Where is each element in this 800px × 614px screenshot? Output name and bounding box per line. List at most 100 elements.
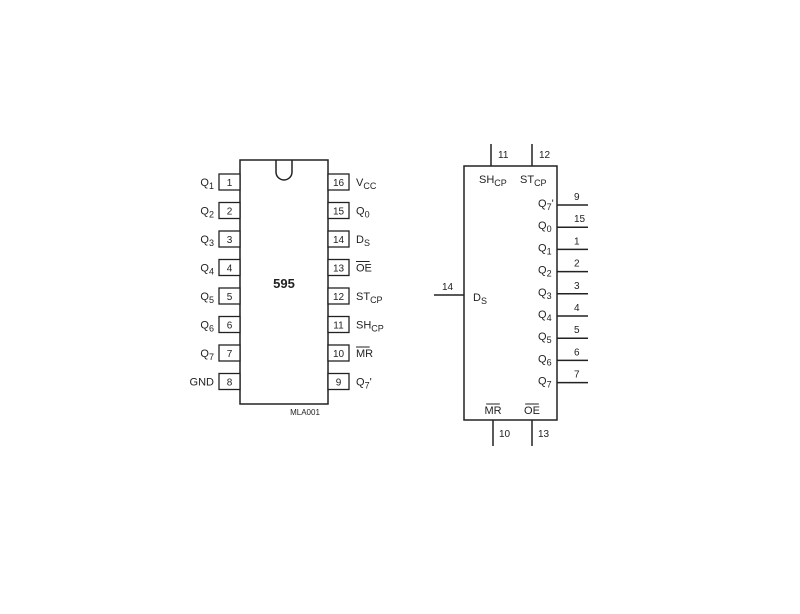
pin1-notch — [275, 160, 293, 181]
pin-box — [327, 258, 350, 277]
pinout-pin-7: 7 Q7 — [200, 344, 241, 362]
pin-name: SHCP — [479, 174, 507, 188]
pin-number: 11 — [333, 321, 344, 332]
pin-box — [327, 230, 350, 248]
pin-box — [218, 258, 241, 277]
pin-box — [218, 201, 241, 220]
pin-number: 13 — [333, 264, 345, 275]
pin-number: 7 — [574, 370, 580, 381]
pin-name: Q7' — [538, 198, 554, 212]
logic-bottom-pin-13: 13 OE — [524, 403, 550, 446]
pin-name: STCP — [520, 174, 547, 188]
pin-name: Q0 — [356, 206, 370, 220]
pin-name: OE — [356, 263, 372, 275]
pin-name: GND — [190, 377, 215, 389]
pinout-pin-9: 9 Q7' — [327, 372, 372, 391]
pin-name: Q5 — [200, 291, 214, 305]
pin-name: Q6 — [200, 320, 214, 334]
pin-box — [218, 173, 241, 191]
pin-name: Q3 — [538, 287, 552, 301]
pin-number: 14 — [333, 235, 345, 246]
pin-name: DS — [356, 234, 370, 248]
pin-name: Q7 — [200, 348, 214, 362]
pin-name: Q1 — [538, 242, 552, 256]
pin-name: Q4 — [538, 309, 552, 323]
pin-number: 10 — [499, 429, 511, 440]
logic-right-pin-4: 4Q4 — [538, 303, 588, 323]
pinout-pin-15: 15 Q0 — [327, 201, 370, 220]
pin-number: 2 — [574, 259, 580, 270]
pinout-pin-6: 6 Q6 — [200, 315, 241, 334]
pin-number: 16 — [333, 178, 345, 189]
pin-number: 9 — [336, 378, 342, 389]
pin-number: 6 — [227, 321, 233, 332]
pin-name: Q5 — [538, 331, 552, 345]
logic-right-pin-2: 2Q2 — [538, 259, 588, 279]
chip-label: 595 — [273, 276, 295, 291]
pin-number: 13 — [538, 429, 550, 440]
pin-number: 14 — [442, 282, 454, 293]
pin-box — [218, 344, 241, 362]
logic-block-body — [463, 165, 558, 421]
pin-box — [218, 315, 241, 334]
pin-box — [218, 230, 241, 248]
pinout-pin-4: 4 Q4 — [200, 258, 241, 277]
pin-number: 10 — [333, 349, 345, 360]
logic-bottom-pin-10: 10 MR — [484, 403, 511, 446]
drawing-code: MLA001 — [290, 408, 320, 417]
pin-box — [218, 287, 241, 305]
pin-name: SHCP — [356, 320, 384, 334]
pin-name: Q2 — [538, 265, 552, 279]
pin-name: Q6 — [538, 353, 552, 367]
pin-name: Q3 — [200, 234, 214, 248]
pin-number: 8 — [227, 378, 233, 389]
chip-body — [239, 159, 329, 405]
pin-box — [327, 315, 350, 334]
pin-number: 1 — [227, 178, 233, 189]
pin-name: STCP — [356, 291, 383, 305]
pin-name: MR — [484, 405, 501, 417]
pin-box — [327, 287, 350, 305]
logic-right-pin-1: 1Q1 — [538, 236, 588, 256]
pinout-pin-14: 14 DS — [327, 230, 370, 248]
pin-name: Q7' — [356, 377, 372, 391]
pinout-pin-1: 1 Q1 — [200, 173, 241, 191]
pin-number: 11 — [498, 150, 509, 161]
pin-number: 7 — [227, 349, 233, 360]
pin-number: 3 — [227, 235, 233, 246]
pin-name: OE — [524, 405, 540, 417]
logic-right-pin-3: 3Q3 — [538, 281, 588, 301]
logic-right-pin-9: 9Q7' — [538, 192, 588, 212]
pin-number: 15 — [574, 214, 586, 225]
pinout-pin-16: 16 VCC — [327, 173, 377, 191]
pin-number: 15 — [333, 207, 345, 218]
pin-name: Q0 — [538, 220, 552, 234]
logic-right-pin-5: 5Q5 — [538, 325, 588, 345]
pinout-pin-13: 13 OE — [327, 258, 372, 277]
logic-symbol-diagram: 11SHCP12STCP14DS9Q7'15Q01Q12Q23Q34Q45Q56… — [434, 144, 588, 446]
pin-number: 4 — [227, 264, 233, 275]
pinout-pin-5: 5 Q5 — [200, 287, 241, 305]
pin-box — [218, 372, 241, 391]
pin-number: 3 — [574, 281, 580, 292]
pin-name: Q1 — [200, 177, 214, 191]
pin-number: 4 — [574, 303, 580, 314]
pin-box — [327, 344, 350, 362]
pinout-diagram: 595 MLA001 1 Q1 2 Q2 3 Q3 4 Q4 5 Q5 6 Q6 7 Q7 8 GND 16 VC… — [190, 159, 384, 417]
pin-number: 5 — [227, 292, 233, 303]
pin-name: Q7 — [538, 376, 552, 390]
pin-number: 5 — [574, 325, 580, 336]
pin-box — [327, 372, 350, 391]
pin-name: Q2 — [200, 206, 214, 220]
pin-box — [327, 173, 350, 191]
pin-name: VCC — [356, 177, 377, 191]
pin-name: DS — [473, 292, 487, 306]
pin-name: Q4 — [200, 263, 214, 277]
pin-name: MR — [356, 348, 373, 360]
pin-number: 6 — [574, 347, 580, 358]
pin-number: 2 — [227, 207, 233, 218]
